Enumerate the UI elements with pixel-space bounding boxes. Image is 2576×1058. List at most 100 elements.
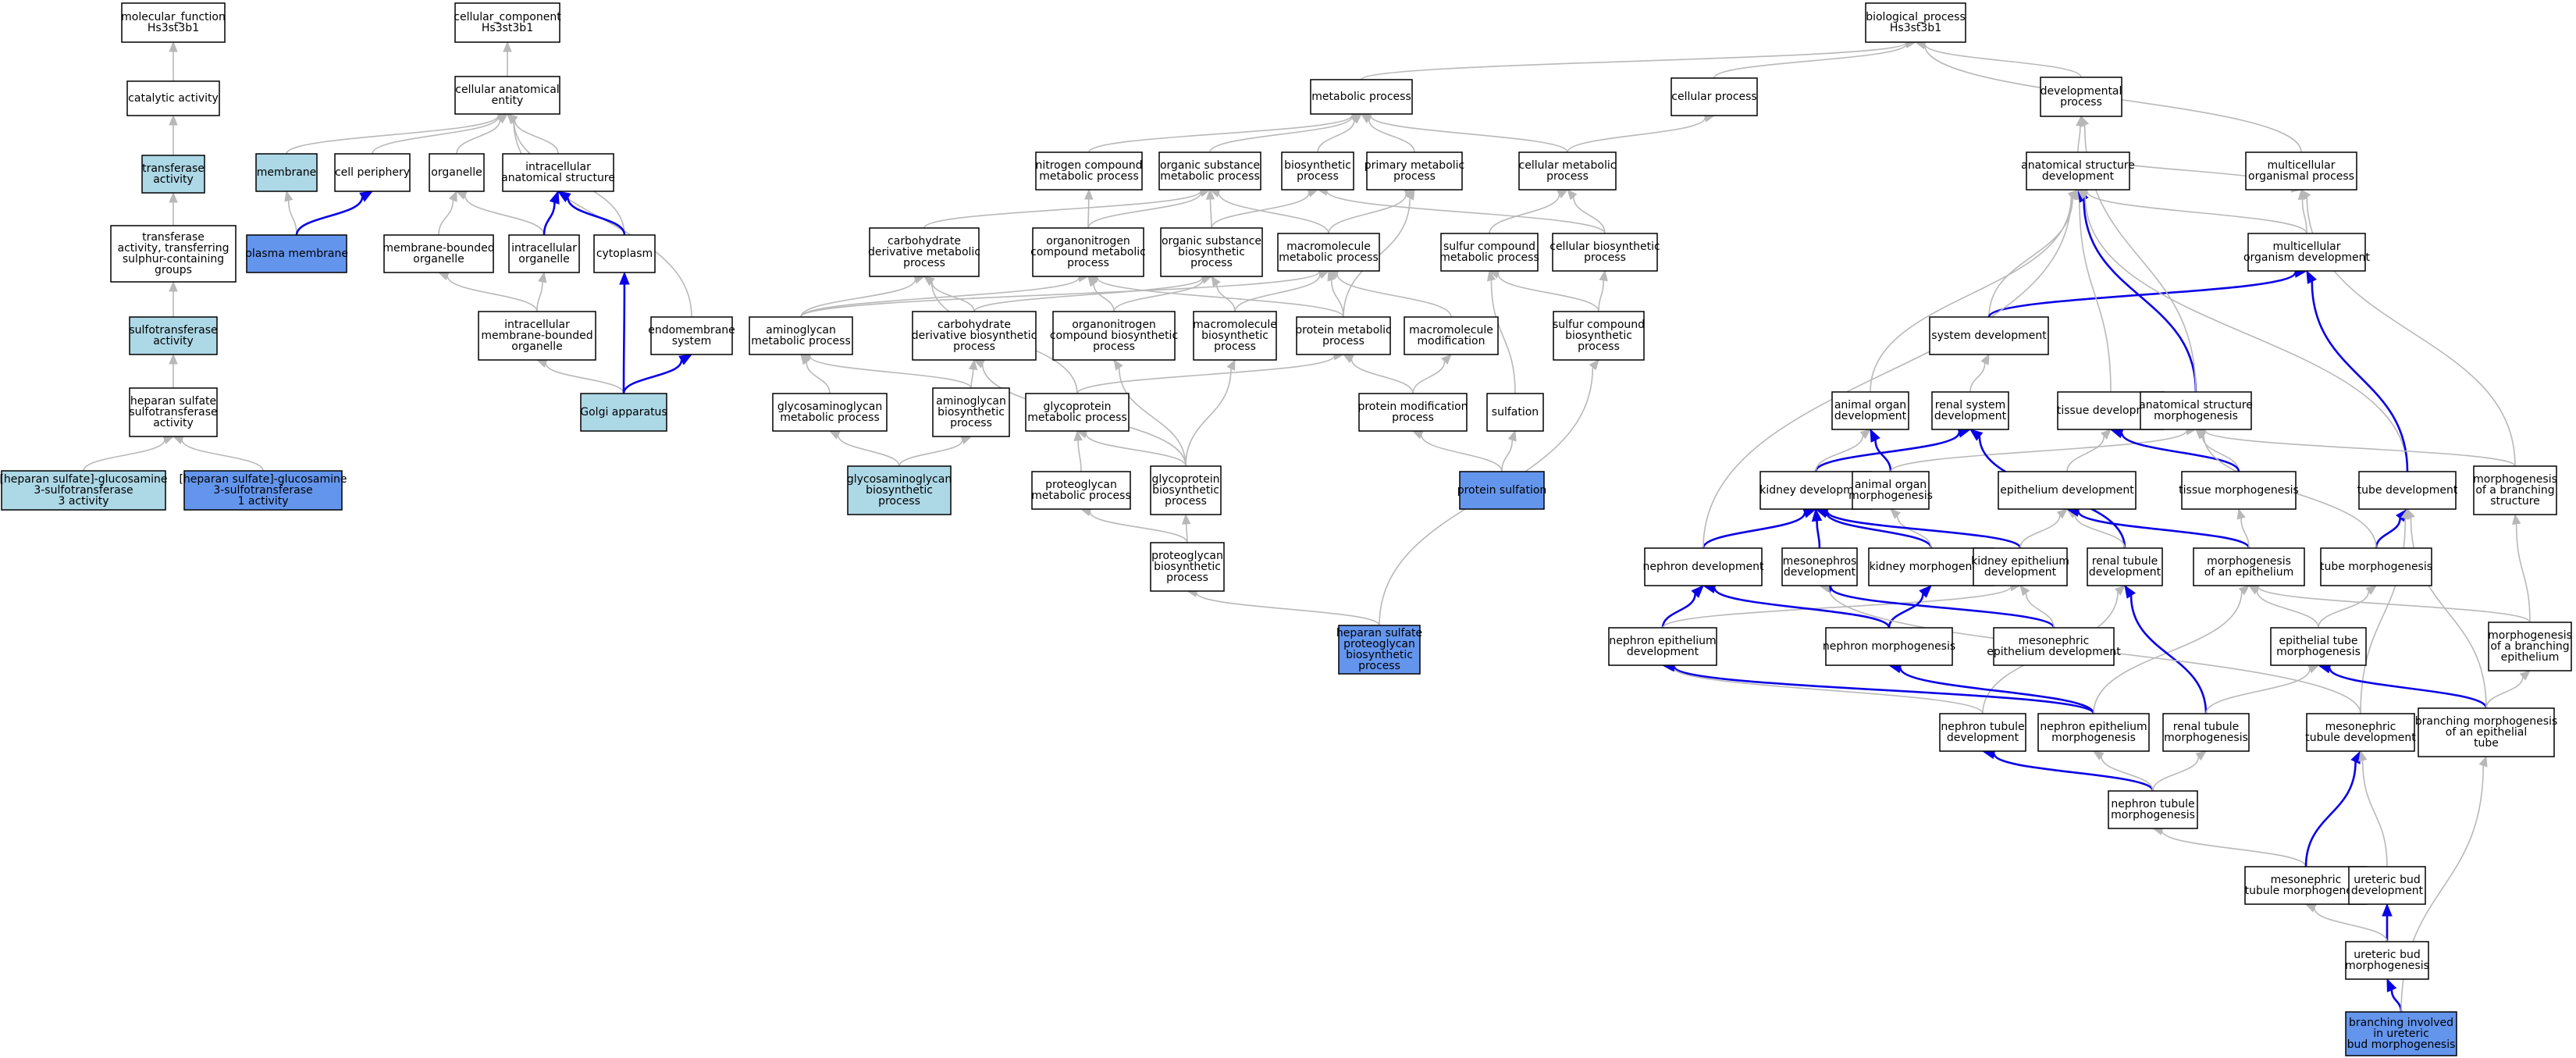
node-box[interactable] [1825,627,1953,666]
node-box[interactable] [869,227,980,277]
node-box[interactable] [502,153,614,192]
node-box[interactable] [121,2,226,43]
node-box[interactable] [1486,393,1544,432]
node-box[interactable] [1031,471,1131,510]
node-box[interactable] [2488,622,2572,671]
node-box[interactable] [1032,227,1144,277]
node-box[interactable] [255,153,318,192]
node-box[interactable] [2040,77,2122,117]
node-box[interactable] [580,393,667,432]
node-box[interactable] [2140,391,2252,430]
node-box[interactable] [1973,547,2068,586]
node-box[interactable] [1644,547,1763,586]
node-box[interactable] [2026,151,2130,191]
node-box[interactable] [1358,393,1468,432]
node-box[interactable] [2358,471,2457,510]
node-box[interactable] [2162,713,2250,752]
node-box[interactable] [1150,542,1225,592]
node-sulfation[interactable]: sulfation [1486,393,1544,432]
node-cellproc[interactable]: cellular process [1670,77,1758,116]
node-box[interactable] [478,311,596,361]
node-box[interactable] [110,225,237,283]
node-box[interactable] [2087,547,2163,586]
node-hg1[interactable]: [heparan sulfate]-glucosamine3-sulfotran… [179,470,347,511]
node-box[interactable] [508,234,580,273]
node-hg3[interactable]: [heparan sulfate]-glucosamine3-sulfotran… [0,470,168,511]
node-tubedev[interactable]: tube development [2357,471,2458,510]
node-box[interactable] [912,311,1037,361]
node-golgi[interactable]: Golgi apparatus [580,393,667,432]
node-box[interactable] [1459,471,1545,510]
node-box[interactable] [2181,471,2297,510]
node-box[interactable] [1518,151,1617,191]
node-box[interactable] [2418,707,2555,757]
node-nephmorph[interactable]: nephron morphogenesis [1823,627,1955,666]
node-box[interactable] [1158,151,1261,191]
node-box[interactable] [1150,465,1222,515]
node-metab[interactable]: metabolic process [1310,79,1413,115]
node-box[interactable] [1281,151,1354,191]
node-box[interactable] [183,470,343,511]
node-box[interactable] [1160,227,1263,277]
node-box[interactable] [129,387,218,437]
node-box[interactable] [2247,233,2366,272]
node-box[interactable] [2345,941,2429,980]
node-box[interactable] [847,465,952,515]
node-box[interactable] [1025,393,1130,432]
node-box[interactable] [1052,311,1176,361]
node-box[interactable] [2345,1011,2457,1056]
node-box[interactable] [1993,627,2115,666]
node-tubemorph[interactable]: tube morphogenesis [2320,547,2432,586]
node-box[interactable] [1831,391,1909,430]
node-box[interactable] [1939,713,2026,752]
node-membrane[interactable]: membrane [255,153,318,192]
node-box[interactable] [1931,391,2009,430]
node-box[interactable] [2348,866,2426,905]
node-cyto[interactable]: cytoplasm [593,234,656,273]
node-tissmorph[interactable]: tissue morphogenesis [2179,471,2299,510]
node-hspg[interactable]: heparan sulfateproteoglycanbiosyntheticp… [1336,625,1422,675]
node-cellper[interactable]: cell periphery [334,153,411,192]
node-box[interactable] [1366,151,1463,191]
node-box[interactable] [650,316,733,355]
node-box[interactable] [126,80,220,116]
node-box[interactable] [1277,233,1380,272]
node-box[interactable] [2245,151,2357,191]
node-box[interactable] [1035,151,1143,191]
node-box[interactable] [383,234,494,273]
node-box[interactable] [1404,316,1499,355]
